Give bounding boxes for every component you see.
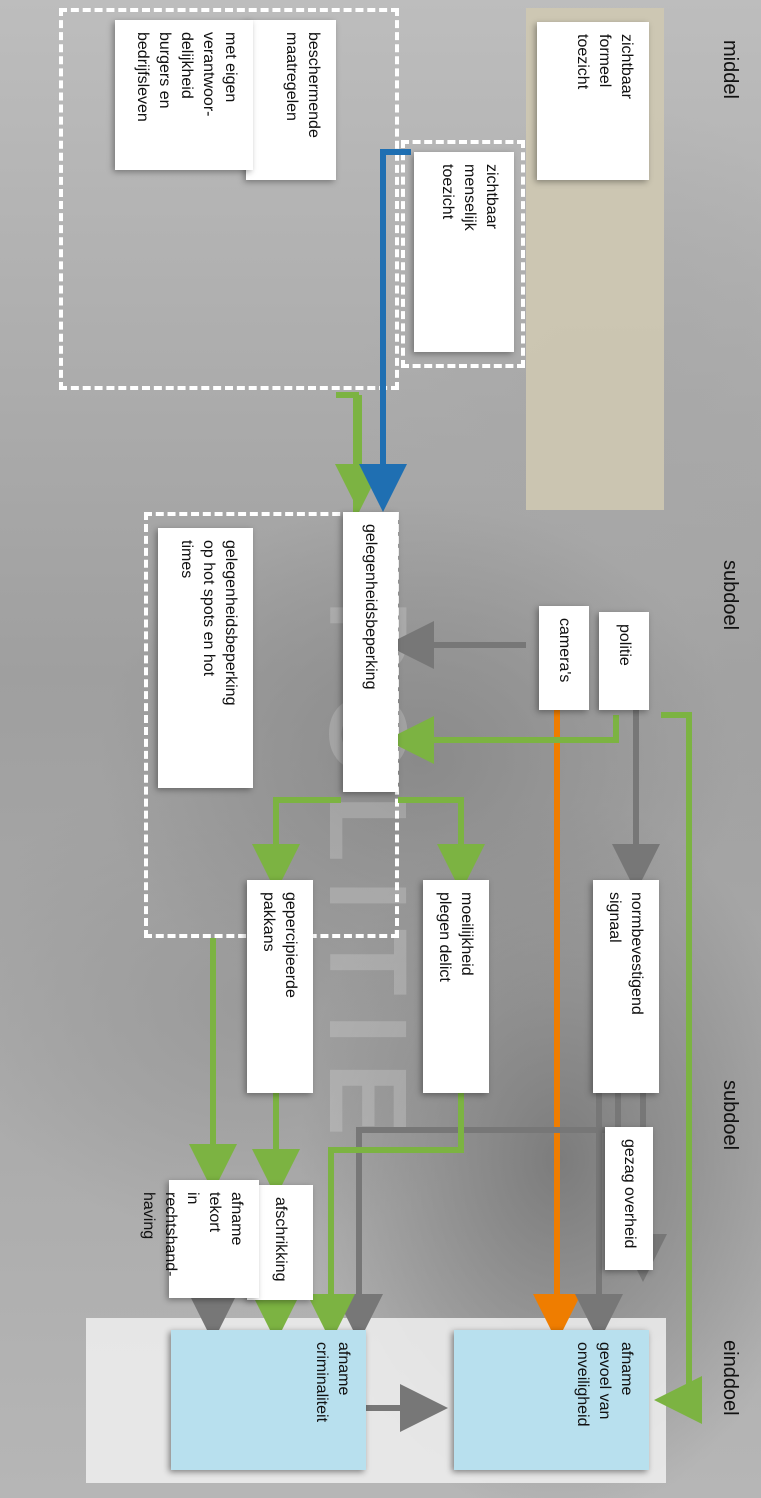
node-afname-gevoel-van-onveiligheid: afname gevoel van onveiligheid (454, 1330, 649, 1470)
node-cameras: camera's (539, 606, 589, 710)
arrow-gelegenheid-to-moeilijkheid (398, 797, 485, 892)
diagram-rotated-frame: POLITIE middel subdoel subdoel einddoel (59, 8, 741, 1483)
node-gepercipieerde-pakkans: gepercipieerde pakkans (247, 880, 313, 1093)
node-zichtbaar-menselijk-toezicht: zichtbaar menselijk toezicht (414, 152, 514, 352)
node-beschermende-maatregelen: beschermende maatregelen (246, 20, 336, 180)
arrow-normbevestigend-to-afname-criminaliteit (335, 1093, 621, 1342)
node-afname-criminaliteit: afname criminaliteit (171, 1330, 366, 1470)
node-afname-tekort-rechtshandhaving: afname tekort in rechtshand- having (140, 1180, 259, 1298)
node-politie: politie (599, 612, 649, 710)
node-normbevestigend-signaal: normbevestigend signaal (593, 880, 659, 1093)
arrow-gelegenheid-to-gepercipieerde (252, 797, 341, 892)
node-moeilijkheid-plegen-delict: moeilijkheid plegen delict (423, 880, 489, 1093)
node-zichtbaar-formeel-toezicht: zichtbaar formeel toezicht (537, 22, 649, 180)
arrow-politie-to-gelegenheidsbeperking (386, 715, 619, 764)
node-gezag-overheid: gezag overheid (605, 1127, 653, 1270)
arrow-menselijk-to-gelegenheidsbeperking (359, 149, 411, 512)
node-gelegenheidsbeperking: gelegenheidsbeperking (343, 512, 398, 792)
arrow-politie-to-afname-gevoel (654, 712, 702, 1424)
arrow-moeilijkheid-to-criminaliteit (307, 1093, 464, 1342)
node-eigen-verantwoordelijkheid: met eigen verantwoor- delijkheid burgers… (115, 20, 253, 170)
node-gelegenheidsbeperking-hot-spots: gelegenheidsbeperking op hot spots en ho… (158, 528, 253, 788)
